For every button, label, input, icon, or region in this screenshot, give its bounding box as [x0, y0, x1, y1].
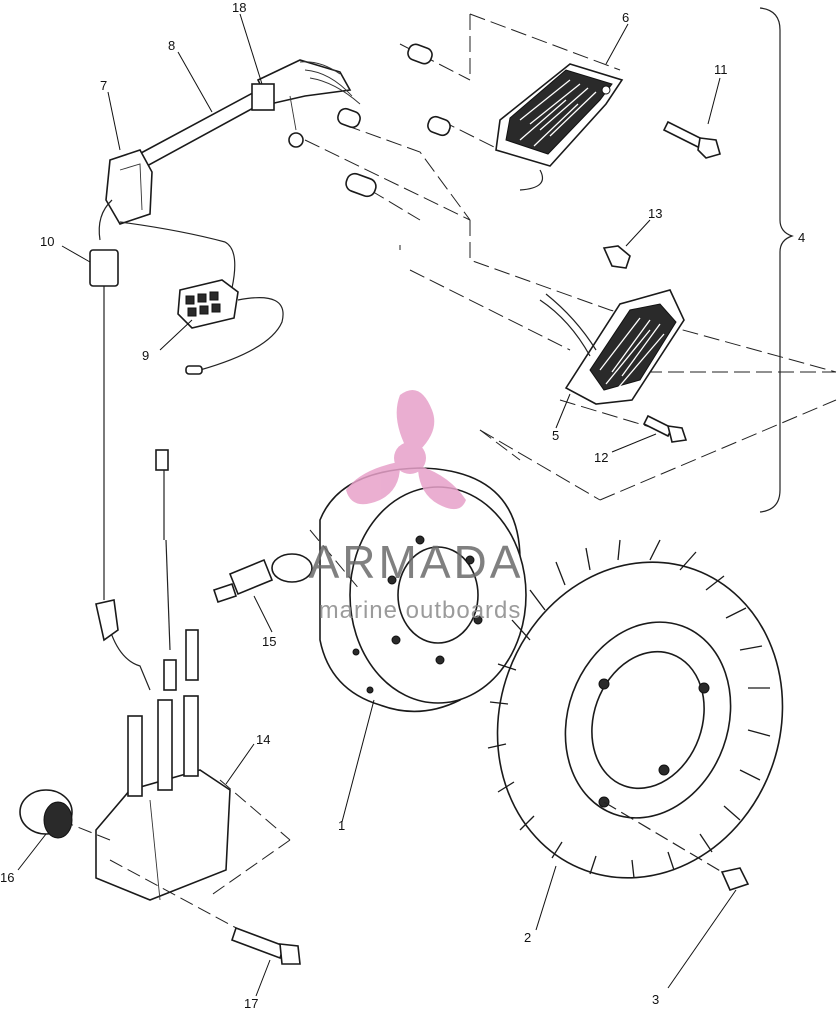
label-8: 8 [168, 38, 175, 53]
label-17: 17 [244, 996, 258, 1009]
group-bracket [759, 7, 794, 513]
bolt-17 [230, 926, 301, 965]
label-16: 16 [0, 870, 14, 885]
label-9: 9 [142, 348, 149, 363]
connector-10 [89, 249, 119, 287]
label-3: 3 [652, 992, 659, 1007]
screw-12 [642, 414, 688, 443]
wiring-harness [89, 59, 361, 600]
label-14: 14 [256, 732, 270, 747]
label-12: 12 [594, 450, 608, 465]
label-5: 5 [552, 428, 559, 443]
propeller-icon [346, 390, 466, 510]
leader-lines [17, 13, 737, 997]
label-7: 7 [100, 78, 107, 93]
watermark-title: ARMADA [309, 536, 524, 588]
callout-labels: 1 2 3 4 5 6 7 8 9 10 11 12 13 14 15 16 1… [0, 0, 805, 1009]
fan-flywheel-2 [487, 539, 784, 879]
screw-13 [602, 245, 631, 269]
label-11: 11 [714, 62, 728, 77]
screw-11 [662, 120, 721, 159]
label-1: 1 [338, 818, 345, 833]
cap-16 [19, 789, 73, 839]
rotor-1 [319, 467, 527, 713]
screw-3 [720, 867, 750, 891]
watermark-logo: ARMADA marine outboards [309, 390, 524, 624]
spacers [337, 43, 451, 198]
label-6: 6 [622, 10, 629, 25]
assembly-lines-upper [304, 13, 837, 501]
label-4: 4 [798, 230, 805, 245]
connector-9 [177, 279, 239, 329]
label-10: 10 [40, 234, 54, 249]
lighting-coil-5 [539, 289, 685, 405]
watermark-subtitle: marine outboards [319, 597, 522, 624]
label-18: 18 [232, 0, 246, 15]
ignition-coil-14 [95, 449, 231, 901]
label-2: 2 [524, 930, 531, 945]
label-15: 15 [262, 634, 276, 649]
plug-cap-15 [212, 553, 313, 604]
charge-coil-6 [495, 63, 624, 191]
label-13: 13 [648, 206, 662, 221]
